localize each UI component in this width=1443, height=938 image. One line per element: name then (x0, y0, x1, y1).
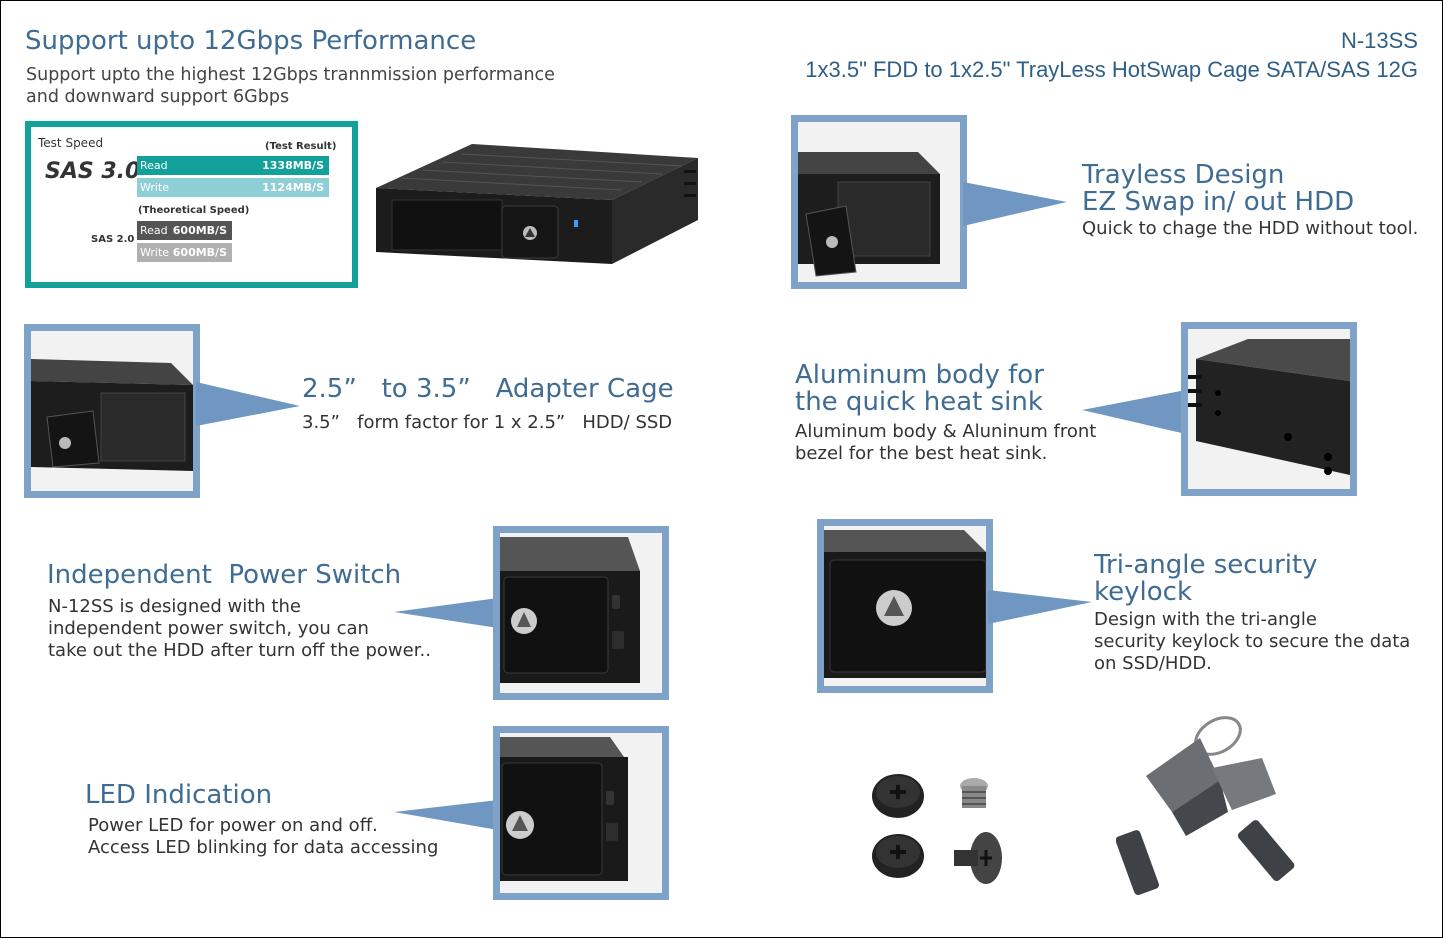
power-switch-body: N-12SS is designed with the independent … (48, 596, 431, 661)
led-body: Power LED for power on and off. Access L… (88, 815, 439, 858)
adapter-body: 3.5” form factor for 1 x 2.5” HDD/ SSD (302, 412, 673, 433)
led-title: LED Indication (85, 780, 273, 810)
power-switch-callout (394, 598, 498, 642)
page-title: Support upto 12Gbps Performance (25, 26, 477, 56)
adapter-title: 2.5” to 3.5” Adapter Cage (302, 374, 674, 404)
sas2-label: SAS 2.0 (91, 234, 135, 245)
aluminum-callout (1082, 390, 1186, 434)
keylock-body: Design with the tri-angle security keylo… (1094, 609, 1411, 674)
model-code: N-13SS (1340, 28, 1418, 53)
adapter-photo (24, 324, 200, 498)
trayless-title: Trayless Design EZ Swap in/ out HDD (1082, 160, 1355, 217)
led-callout (394, 800, 498, 844)
flat-screw-icon (872, 774, 924, 878)
sas3-label: SAS 3.0 (45, 159, 141, 184)
theoretical-label: (Theoretical Speed) (138, 205, 250, 216)
aluminum-body: Aluminum body & Aluninum front bezel for… (795, 421, 1097, 464)
model-description: 1x3.5" FDD to 1x2.5" TrayLess HotSwap Ca… (805, 57, 1418, 82)
screws-image (862, 770, 1012, 890)
trayless-body: Quick to chage the HDD without tool. (1082, 218, 1419, 239)
aluminum-title: Aluminum body for the quick heat sink (795, 360, 1044, 417)
keylock-callout (988, 590, 1092, 634)
adapter-callout (196, 382, 300, 426)
power-switch-photo (493, 526, 669, 700)
power-switch-title: Independent Power Switch (47, 560, 402, 590)
sas2-read-bar: Read 600MB/S (137, 221, 232, 240)
sas3-read-bar: Read 1338MB/S (137, 156, 329, 175)
page-subtitle: Support upto the highest 12Gbps trannmis… (26, 65, 555, 107)
keylock-title: Tri-angle security keylock (1094, 550, 1318, 607)
speed-test-panel: Test Speed SAS 3.0 (Test Result) Read 13… (25, 121, 358, 288)
led-photo (493, 726, 669, 900)
sas2-write-bar: Write 600MB/S (137, 243, 232, 262)
trayless-photo (791, 115, 967, 289)
aluminum-photo (1181, 322, 1357, 496)
trayless-callout (963, 182, 1067, 226)
product-image (372, 140, 700, 266)
keylock-photo (817, 519, 993, 693)
sas3-write-bar: Write 1124MB/S (137, 178, 329, 197)
test-result-label: (Test Result) (265, 141, 337, 152)
test-speed-label: Test Speed (38, 136, 104, 150)
keys-image (1116, 712, 1306, 902)
